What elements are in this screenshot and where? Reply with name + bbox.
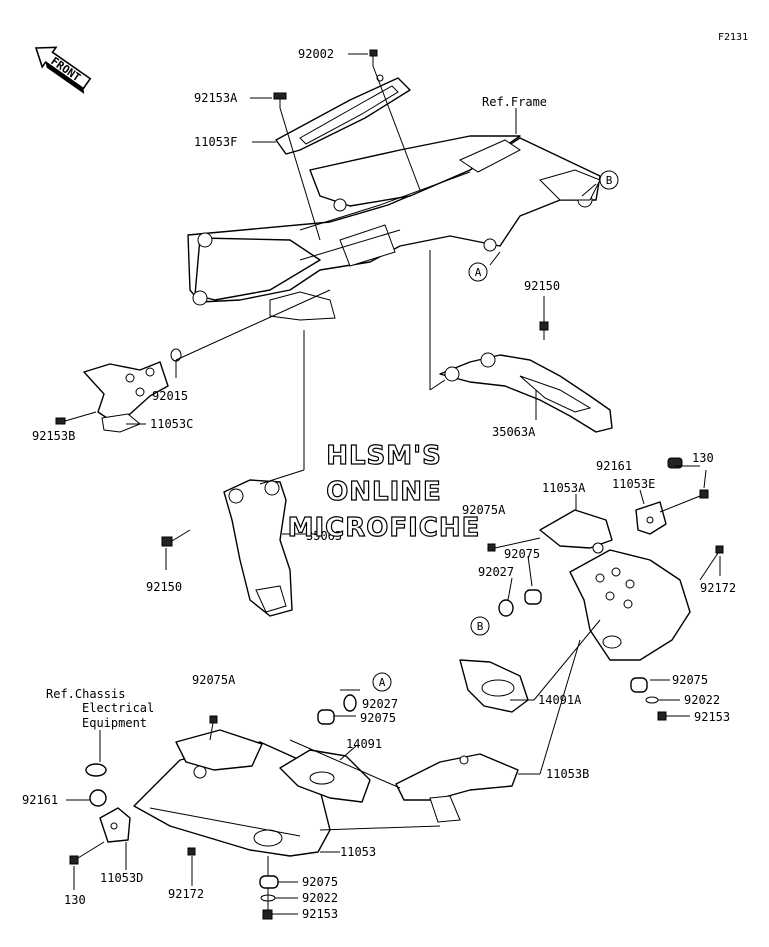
bolt-92153b	[55, 411, 97, 425]
grommet-92075-left	[317, 709, 335, 725]
label-92153-right: 92153	[694, 710, 730, 724]
leader-lines	[66, 53, 721, 915]
label-92153b: 92153B	[32, 429, 75, 443]
label-11053f: 11053F	[194, 135, 237, 149]
label-92150-lower: 92150	[146, 580, 182, 594]
collar-92027-left	[343, 694, 357, 712]
label-92161-right: 92161	[596, 459, 632, 473]
front-arrow-icon: FRONT	[34, 46, 92, 95]
label-92075-right-upper: 92075	[504, 547, 540, 561]
callout-b-upper: B	[599, 170, 619, 190]
grommet-92075-bottom	[259, 875, 279, 889]
bolt-130-right	[659, 489, 709, 513]
ref-frame-label: Ref.Frame	[482, 95, 547, 109]
label-11053d: 11053D	[100, 871, 143, 885]
label-92161-left: 92161	[22, 793, 58, 807]
label-92027-left: 92027	[362, 697, 398, 711]
callout-a-lower: A	[372, 672, 392, 692]
ref-chassis-label-line2: Electrical	[82, 701, 154, 715]
ref-chassis-label-line1: Ref.Chassis	[46, 687, 125, 701]
svg-text:A: A	[379, 676, 386, 689]
label-92075a-left: 92075A	[192, 673, 236, 687]
bolt-92153-right	[657, 711, 667, 721]
bolt-92075a-right	[487, 537, 541, 552]
label-92075-left: 92075	[360, 711, 396, 725]
callout-a-upper: A	[468, 262, 488, 282]
label-92022-right: 92022	[684, 693, 720, 707]
grommet-92161-left	[89, 789, 107, 807]
bolt-92153-bottom	[262, 909, 273, 920]
bolt-92150-lower	[161, 529, 191, 547]
label-92075a-right: 92075A	[462, 503, 506, 517]
callout-b-lower: B	[470, 616, 490, 636]
bolt-92002	[369, 49, 378, 66]
bracket-11053f	[275, 74, 411, 155]
label-11053c: 11053C	[150, 417, 193, 431]
label-92027-right: 92027	[478, 565, 514, 579]
grommet-92075-right-upper	[524, 589, 542, 605]
label-92153-bottom: 92153	[302, 907, 338, 921]
cover-14091a-assembly	[569, 549, 691, 661]
label-130-left: 130	[64, 893, 86, 907]
svg-text:B: B	[606, 174, 613, 187]
sub-frame	[187, 135, 601, 321]
label-92153a: 92153A	[194, 91, 238, 105]
label-92075-right-lower: 92075	[672, 673, 708, 687]
collar-92027-right	[498, 599, 514, 617]
grommet-92075-right-lower	[630, 677, 648, 693]
clamp-chassis-electrical	[85, 763, 107, 777]
bolt-92172-left	[187, 847, 196, 856]
bracket-11053b	[395, 753, 519, 823]
bolt-92172-right	[699, 545, 724, 581]
bracket-11053c	[83, 361, 169, 433]
label-35063a: 35063A	[492, 425, 536, 439]
label-11053: 11053	[340, 845, 376, 859]
bracket-11053e	[635, 501, 667, 535]
ref-chassis-label-line3: Equipment	[82, 716, 147, 730]
watermark-line1: HLSM'S	[326, 441, 442, 471]
bracket-upper-cover	[175, 729, 263, 771]
label-11053e: 11053E	[612, 477, 655, 491]
label-92172-left: 92172	[168, 887, 204, 901]
bracket-35063a	[439, 352, 613, 433]
label-92015: 92015	[152, 389, 188, 403]
figure-code: F2131	[718, 32, 748, 43]
bolt-92075a-left	[209, 715, 218, 741]
washer-92022-right	[645, 696, 659, 704]
label-11053b: 11053B	[546, 767, 589, 781]
guard-14091a	[459, 659, 529, 713]
bolt-92150-upper	[539, 321, 549, 340]
label-92172-right: 92172	[700, 581, 736, 595]
label-92022-bottom: 92022	[302, 891, 338, 905]
svg-text:A: A	[475, 266, 482, 279]
guard-14091	[279, 749, 371, 803]
watermark-line3: MICROFICHE	[288, 513, 481, 543]
label-92150-upper: 92150	[524, 279, 560, 293]
watermark-line2: ONLINE	[326, 477, 442, 507]
label-14091a: 14091A	[538, 693, 582, 707]
label-92075-bottom: 92075	[302, 875, 338, 889]
label-14091: 14091	[346, 737, 382, 751]
bolt-92153a	[273, 92, 287, 108]
label-130-right: 130	[692, 451, 714, 465]
label-11053a: 11053A	[542, 481, 586, 495]
svg-text:B: B	[477, 620, 484, 633]
bolt-130-left	[69, 841, 105, 865]
label-92002: 92002	[298, 47, 334, 61]
bracket-11053d	[99, 807, 131, 843]
collar-92015	[170, 348, 182, 362]
label-35063: 35063	[306, 529, 342, 543]
bracket-35063	[223, 479, 293, 617]
